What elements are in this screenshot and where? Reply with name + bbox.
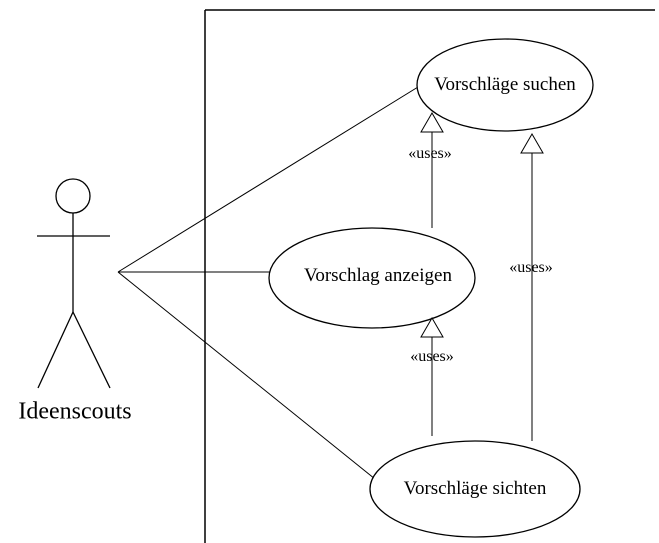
use-case-display-ellipse[interactable] — [268, 227, 476, 329]
uses-display-search-arrowhead — [420, 112, 444, 133]
use-case-review-label: Vorschläge sichten — [403, 478, 547, 499]
actor-name: Ideenscouts — [18, 398, 132, 425]
associations — [117, 86, 419, 480]
actor-head — [55, 178, 91, 214]
uses-review-search-label: «uses» — [509, 259, 553, 276]
uses-review-display-label: «uses» — [410, 348, 454, 365]
association-review — [117, 271, 376, 480]
association-search — [117, 86, 419, 273]
system-boundary — [204, 9, 655, 543]
use-case-display-label: Vorschlag anzeigen — [304, 265, 452, 286]
actor-figure — [37, 178, 111, 389]
actor-left-leg — [37, 311, 74, 389]
use-case-review-ellipse[interactable] — [369, 440, 581, 538]
actor-right-leg — [72, 311, 111, 389]
use-case-search-label: Vorschläge suchen — [434, 74, 576, 95]
use-case-search-ellipse[interactable] — [416, 38, 594, 132]
uses-review-display-arrowhead — [420, 317, 444, 338]
uses-review-search-arrowhead — [520, 133, 544, 154]
uses-display-search-label: «uses» — [408, 145, 452, 162]
